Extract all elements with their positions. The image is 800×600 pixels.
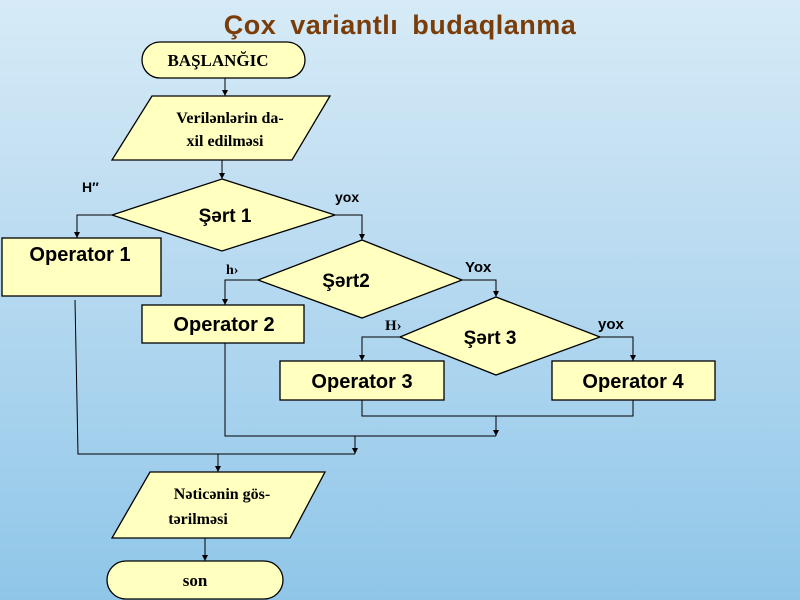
input-parallelogram: Verilənlərin da- xil edilməsi xyxy=(110,95,332,161)
input-label-line2: xil edilməsi xyxy=(187,133,264,150)
condition-2-no-label: Yox xyxy=(465,259,492,276)
output-parallelogram: Nəticənin gös- tərilməsi xyxy=(110,471,327,539)
operator-3-label: Operator 3 xyxy=(311,371,412,393)
start-label: BAŞLANĞIC xyxy=(167,51,268,70)
condition-2-diamond: Şərt2 xyxy=(256,239,464,319)
operator-1-label: Operator 1 xyxy=(29,244,130,266)
operator-4-label: Operator 4 xyxy=(582,371,684,393)
connector-lines xyxy=(74,78,636,561)
output-label-line1: Nəticənin gös- xyxy=(174,486,270,503)
input-label-line1: Verilənlərin da- xyxy=(176,110,283,127)
condition-1-label: Şərt 1 xyxy=(199,206,252,227)
operator-1-box: Operator 1 xyxy=(1,237,162,297)
operator-3-box: Operator 3 xyxy=(279,360,445,401)
operator-2-box: Operator 2 xyxy=(141,304,305,344)
condition-3-label: Şərt 3 xyxy=(464,328,517,349)
condition-3-diamond: Şərt 3 xyxy=(398,296,602,376)
condition-2-label: Şərt2 xyxy=(322,271,370,292)
operator-4-box: Operator 4 xyxy=(551,360,716,401)
condition-1-no-label: yox xyxy=(335,189,359,205)
output-label-line2: tərilməsi xyxy=(168,511,228,528)
condition-3-yes-label: H› xyxy=(385,318,402,334)
condition-2-yes-label: h› xyxy=(226,263,238,278)
start-terminal: BAŞLANĞIC xyxy=(141,41,306,79)
end-terminal: son xyxy=(106,560,284,600)
operator-2-label: Operator 2 xyxy=(173,314,274,336)
slide-title: Çox variantlı budaqlanma xyxy=(223,10,577,40)
end-label: son xyxy=(183,571,208,590)
condition-1-yes-label: H″ xyxy=(82,179,99,195)
condition-1-diamond: Şərt 1 xyxy=(109,178,338,252)
condition-3-no-label: yox xyxy=(598,316,625,333)
